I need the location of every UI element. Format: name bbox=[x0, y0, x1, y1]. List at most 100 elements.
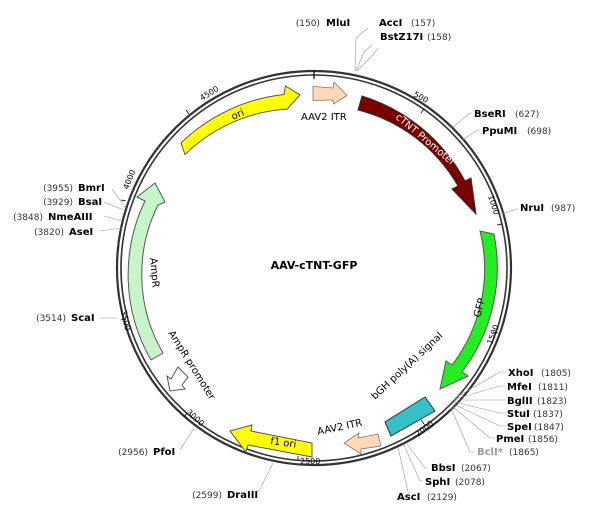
feature-f1ori[interactable]: f1 ori bbox=[229, 424, 313, 458]
site-bglii-pos: (1823) bbox=[537, 397, 567, 407]
feature-promoter[interactable]: cTNT Promoter bbox=[357, 95, 477, 216]
polyA-label: bGH poly(A) signal bbox=[370, 330, 446, 402]
promoter-label: cTNT Promoter bbox=[393, 112, 458, 169]
ori-label: ori bbox=[230, 108, 246, 123]
site-xhoi[interactable]: XhoI (1805) bbox=[508, 368, 571, 379]
feature-gfp[interactable]: GFP bbox=[439, 230, 498, 390]
site-bglii[interactable]: BglII (1823) bbox=[507, 396, 567, 407]
site-bmri[interactable]: (3955) BmrI bbox=[43, 183, 105, 194]
tick-2000: 2000 bbox=[414, 419, 436, 439]
site-bsai-pos: (3929) bbox=[43, 198, 73, 208]
site-stui-pos: (1837) bbox=[533, 410, 563, 420]
ampR-arrow bbox=[127, 182, 166, 361]
site-asei[interactable]: (3820) AseI bbox=[34, 227, 93, 238]
site-spei[interactable]: SpeI (1847) bbox=[507, 422, 564, 433]
site-stui-name: StuI bbox=[507, 409, 530, 420]
site-pfoi[interactable]: (2956) PfoI bbox=[118, 447, 175, 458]
site-mlui-name: MluI bbox=[326, 18, 350, 29]
site-bbsi[interactable]: BbsI (2067) bbox=[431, 463, 491, 474]
site-bbsi-name: BbsI bbox=[431, 463, 455, 474]
site-leaders bbox=[99, 27, 519, 494]
feature-itr-bottom[interactable]: AAV2 ITR bbox=[316, 418, 382, 455]
site-spei-name: SpeI bbox=[507, 422, 532, 433]
site-pmei[interactable]: PmeI (1856) bbox=[496, 434, 558, 445]
site-bmri-pos: (3955) bbox=[43, 184, 73, 194]
ori-arrow bbox=[180, 85, 301, 156]
site-acci-pos: (157) bbox=[411, 19, 435, 29]
site-nrui-name: NruI bbox=[520, 203, 544, 214]
site-asci-name: AscI bbox=[397, 492, 420, 503]
site-bstz17i-pos: (158) bbox=[427, 33, 451, 43]
site-mlui[interactable]: (150) MluI bbox=[296, 18, 350, 29]
f1ori-arrow bbox=[229, 424, 313, 458]
site-mlui-pos: (150) bbox=[296, 19, 320, 29]
site-bglii-name: BglII bbox=[507, 396, 533, 407]
site-scai[interactable]: (3514) ScaI bbox=[36, 313, 95, 324]
site-bsai[interactable]: (3929) BsaI bbox=[43, 197, 102, 208]
site-draiii[interactable]: (2599) DraIII bbox=[192, 490, 258, 501]
site-spei-pos: (1847) bbox=[534, 423, 564, 433]
site-mfei[interactable]: MfeI (1811) bbox=[507, 382, 568, 393]
site-sphi-pos: (2078) bbox=[455, 478, 485, 488]
site-nmeaiii[interactable]: (3848) NmeAIII bbox=[13, 212, 92, 223]
site-pmei-pos: (1856) bbox=[528, 435, 558, 445]
site-sphi[interactable]: SphI (2078) bbox=[425, 477, 485, 488]
site-draiii-pos: (2599) bbox=[192, 491, 222, 501]
site-bcli-pos: (1865) bbox=[509, 448, 539, 458]
feature-itr-top[interactable]: AAV2 ITR bbox=[301, 81, 348, 123]
site-asci-pos: (2129) bbox=[427, 493, 457, 503]
site-bcli[interactable]: BclI* (1865) bbox=[477, 447, 539, 458]
gfp-arrow bbox=[439, 230, 498, 390]
site-asei-name: AseI bbox=[69, 227, 93, 238]
f1ori-label: f1 ori bbox=[270, 436, 297, 451]
site-stui[interactable]: StuI (1837) bbox=[507, 409, 563, 420]
itr-bottom-arrow bbox=[343, 432, 382, 455]
site-nmeaiii-pos: (3848) bbox=[13, 213, 43, 223]
site-mfei-name: MfeI bbox=[507, 382, 532, 393]
ampR-label: AmpR bbox=[147, 257, 161, 288]
site-asei-pos: (3820) bbox=[34, 228, 64, 238]
ampR-promoter-arrow bbox=[166, 366, 189, 392]
promoter-arrow bbox=[357, 95, 477, 216]
site-beseri-pos: (627) bbox=[515, 110, 539, 120]
site-ppumi[interactable]: PpuMI (698) bbox=[482, 126, 551, 137]
itr-top-arrow bbox=[312, 81, 348, 105]
site-beseri-name: BseRI bbox=[474, 109, 506, 120]
site-xhoi-name: XhoI bbox=[508, 368, 533, 379]
feature-ampR-promoter[interactable]: AmpR promoter bbox=[165, 329, 217, 403]
site-acci[interactable]: AccI (157) bbox=[379, 18, 435, 29]
site-bstz17i[interactable]: BstZ17I (158) bbox=[380, 32, 451, 43]
site-bbsi-pos: (2067) bbox=[461, 464, 491, 474]
itr-top-label: AAV2 ITR bbox=[301, 112, 347, 123]
ampR-promoter-label: AmpR promoter bbox=[165, 329, 217, 403]
tick-2500: 2500 bbox=[300, 457, 320, 466]
site-nmeaiii-name: NmeAIII bbox=[48, 212, 92, 223]
site-pfoi-name: PfoI bbox=[153, 447, 175, 458]
site-pfoi-pos: (2956) bbox=[118, 448, 148, 458]
site-nrui[interactable]: NruI (987) bbox=[520, 203, 575, 214]
gfp-label: GFP bbox=[472, 297, 488, 319]
plasmid-title: AAV-cTNT-GFP bbox=[271, 259, 358, 272]
polyA-box bbox=[384, 396, 436, 437]
site-scai-pos: (3514) bbox=[36, 314, 66, 324]
site-nrui-pos: (987) bbox=[551, 204, 575, 214]
site-acci-name: AccI bbox=[379, 18, 402, 29]
site-mfei-pos: (1811) bbox=[538, 383, 568, 393]
site-asci[interactable]: AscI (2129) bbox=[397, 492, 457, 503]
site-ppumi-pos: (698) bbox=[527, 127, 551, 137]
site-xhoi-pos: (1805) bbox=[541, 369, 571, 379]
site-beseri[interactable]: BseRI (627) bbox=[474, 109, 539, 120]
site-ppumi-name: PpuMI bbox=[482, 126, 517, 137]
site-draiii-name: DraIII bbox=[227, 490, 258, 501]
site-bsai-name: BsaI bbox=[78, 197, 102, 208]
tick-3500: 3500 bbox=[119, 310, 132, 332]
site-bcli-name: BclI* bbox=[477, 447, 504, 458]
site-scai-name: ScaI bbox=[71, 313, 95, 324]
feature-ampR[interactable]: AmpR bbox=[127, 182, 166, 361]
site-pmei-name: PmeI bbox=[496, 434, 524, 445]
site-bmri-name: BmrI bbox=[78, 183, 105, 194]
feature-ori[interactable]: ori bbox=[180, 85, 301, 156]
site-bstz17i-name: BstZ17I bbox=[380, 32, 423, 43]
site-sphi-name: SphI bbox=[425, 477, 450, 488]
